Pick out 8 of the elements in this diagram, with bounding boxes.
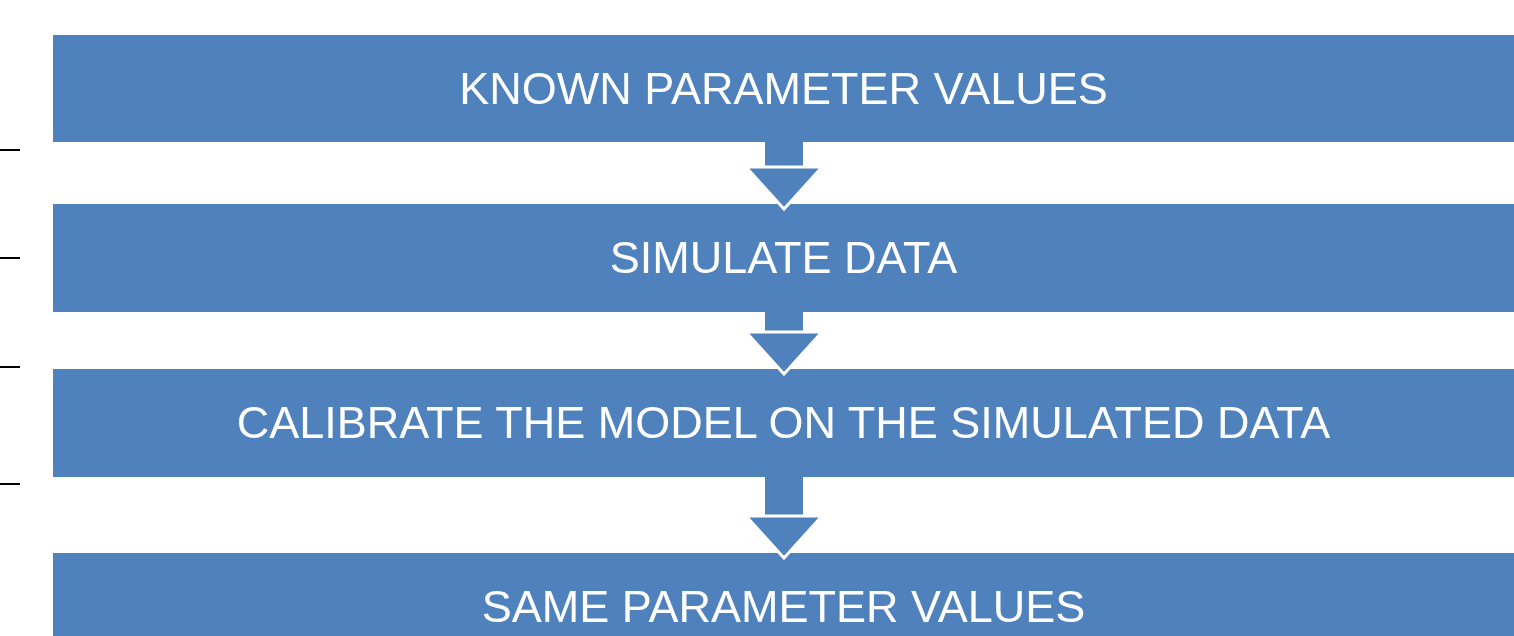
box-label: CALIBRATE THE MODEL ON THE SIMULATED DATA bbox=[236, 397, 1331, 449]
box-label: SAME PARAMETER VALUES bbox=[481, 581, 1086, 633]
process-box bbox=[53, 35, 1514, 142]
process-box bbox=[53, 369, 1514, 477]
box-label: KNOWN PARAMETER VALUES bbox=[459, 62, 1108, 115]
box-label: SIMULATE DATA bbox=[609, 232, 958, 284]
process-box bbox=[53, 204, 1514, 312]
process-box bbox=[53, 553, 1514, 636]
